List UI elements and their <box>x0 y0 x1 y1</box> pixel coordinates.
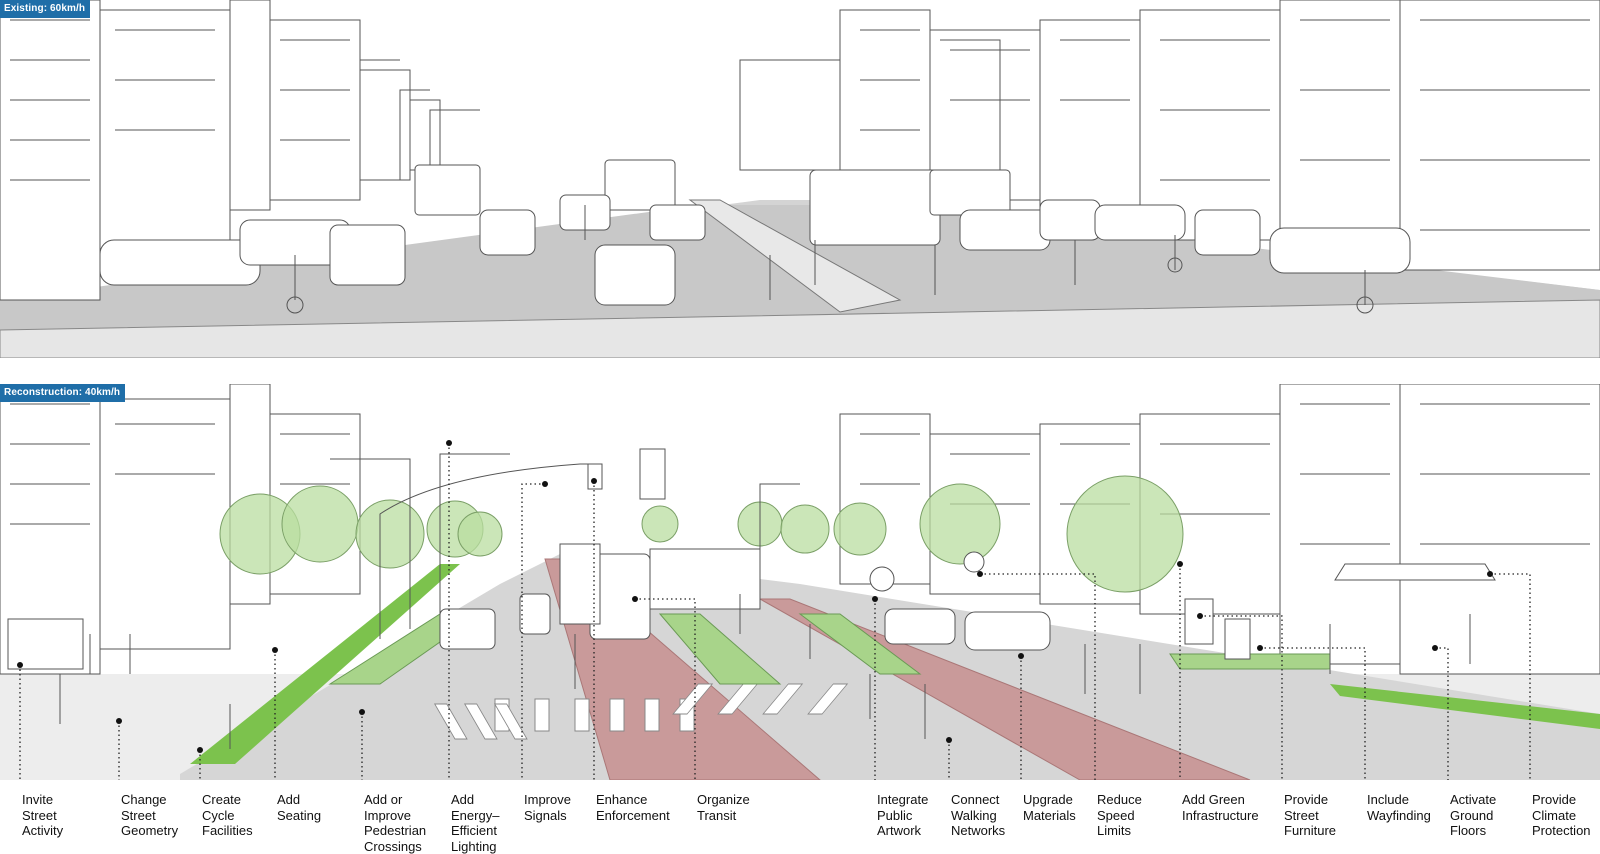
existing-street-illustration <box>0 0 1600 358</box>
reconstruction-panel: Reconstruction: 40km/h <box>0 384 1600 780</box>
existing-speed-tag: Existing: 60km/h <box>0 0 91 18</box>
callout-add-or-improve-pedestrian-crossings: Add or Improve Pedestrian Crossings <box>364 792 427 854</box>
callout-create-cycle-facilities: Create Cycle Facilities <box>202 792 253 838</box>
reconstruction-speed-tag: Reconstruction: 40km/h <box>0 384 126 402</box>
callout-provide-street-furniture: Provide Street Furniture <box>1284 792 1337 838</box>
callout-add-energy-efficient-lighting: Add Energy– Efficient Lighting <box>451 792 500 854</box>
callout-invite-street-activity: Invite Street Activity <box>22 792 64 838</box>
callout-improve-signals: Improve Signals <box>524 792 571 823</box>
callout-reduce-speed-limits: Reduce Speed Limits <box>1097 792 1142 838</box>
callout-enhance-enforcement: Enhance Enforcement <box>596 792 670 823</box>
callout-add-green-infrastructure: Add Green Infrastructure <box>1182 792 1259 823</box>
existing-panel: Existing: 60km/h <box>0 0 1600 358</box>
callout-connect-walking-networks: Connect Walking Networks <box>951 792 1006 838</box>
callout-change-street-geometry: Change Street Geometry <box>121 792 179 838</box>
callout-integrate-public-artwork: Integrate Public Artwork <box>877 792 929 838</box>
callout-include-wayfinding: Include Wayfinding <box>1367 792 1431 823</box>
callout-provide-climate-protection: Provide Climate Protection <box>1532 792 1591 838</box>
callout-organize-transit: Organize Transit <box>697 792 750 823</box>
reconstruction-street-illustration <box>0 384 1600 780</box>
callout-labels: Invite Street Activity Change Street Geo… <box>0 780 1600 854</box>
callout-upgrade-materials: Upgrade Materials <box>1023 792 1076 823</box>
callout-activate-ground-floors: Activate Ground Floors <box>1450 792 1497 838</box>
callout-add-seating: Add Seating <box>277 792 322 823</box>
